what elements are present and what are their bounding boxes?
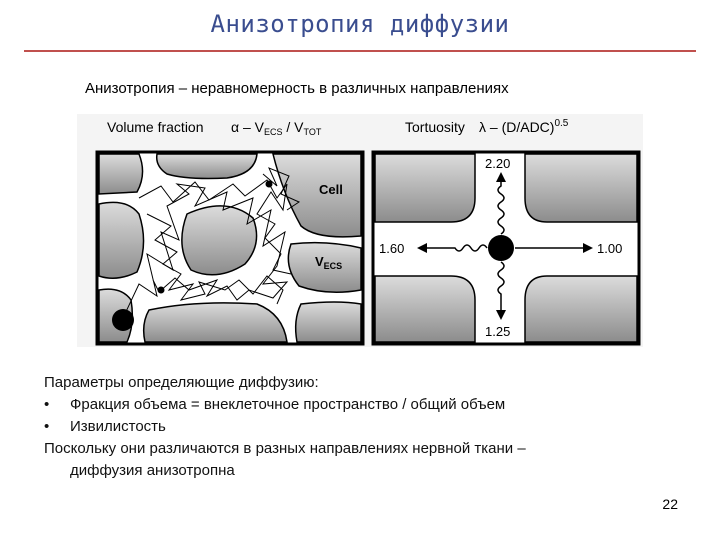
body-text: Параметры определяющие диффузию: • Фракци… <box>44 372 684 482</box>
tortuosity-value-down: 1.25 <box>485 324 510 339</box>
conclusion-line-2: диффузия анизотропна <box>70 462 235 479</box>
volume-fraction-formula: α – VECS / VTOT <box>231 119 322 137</box>
definition-text: Анизотропия – неравномерность в различны… <box>85 80 509 97</box>
volume-fraction-label: Volume fraction <box>107 119 204 135</box>
cell-label: Cell <box>319 182 343 197</box>
bullet-text: Извилистость <box>70 418 166 435</box>
tortuosity-value-up: 2.20 <box>485 156 510 171</box>
bullet-dot: • <box>44 396 50 413</box>
volume-fraction-panel: Cell VECS <box>95 150 365 346</box>
tortuosity-value-left: 1.60 <box>379 241 404 256</box>
conclusion-line: Поскольку они различаются в разных напра… <box>44 440 526 457</box>
bullet-text: Фракция объема = внеклеточное пространст… <box>70 396 506 413</box>
tortuosity-value-right: 1.00 <box>597 241 622 256</box>
tortuosity-formula: λ – (D/ADC)0.5 <box>479 118 569 135</box>
bullet-tortuosity: • Извилистость <box>44 416 684 438</box>
vecs-label: VECS <box>315 254 342 271</box>
page-number: 22 <box>662 496 678 512</box>
tortuosity-panel: 2.20 1.60 1.00 1.25 <box>371 150 641 346</box>
parameters-heading: Параметры определяющие диффузию: <box>44 374 319 391</box>
tortuosity-label: Tortuosity <box>405 119 465 135</box>
slide-title: Анизотропия диффузии <box>210 10 510 38</box>
diffusion-figure: Volume fraction α – VECS / VTOT Tortuosi… <box>77 114 643 347</box>
bullet-dot: • <box>44 418 50 435</box>
bullet-volume-fraction: • Фракция объема = внеклеточное пространс… <box>44 394 684 416</box>
title-divider <box>24 50 696 52</box>
